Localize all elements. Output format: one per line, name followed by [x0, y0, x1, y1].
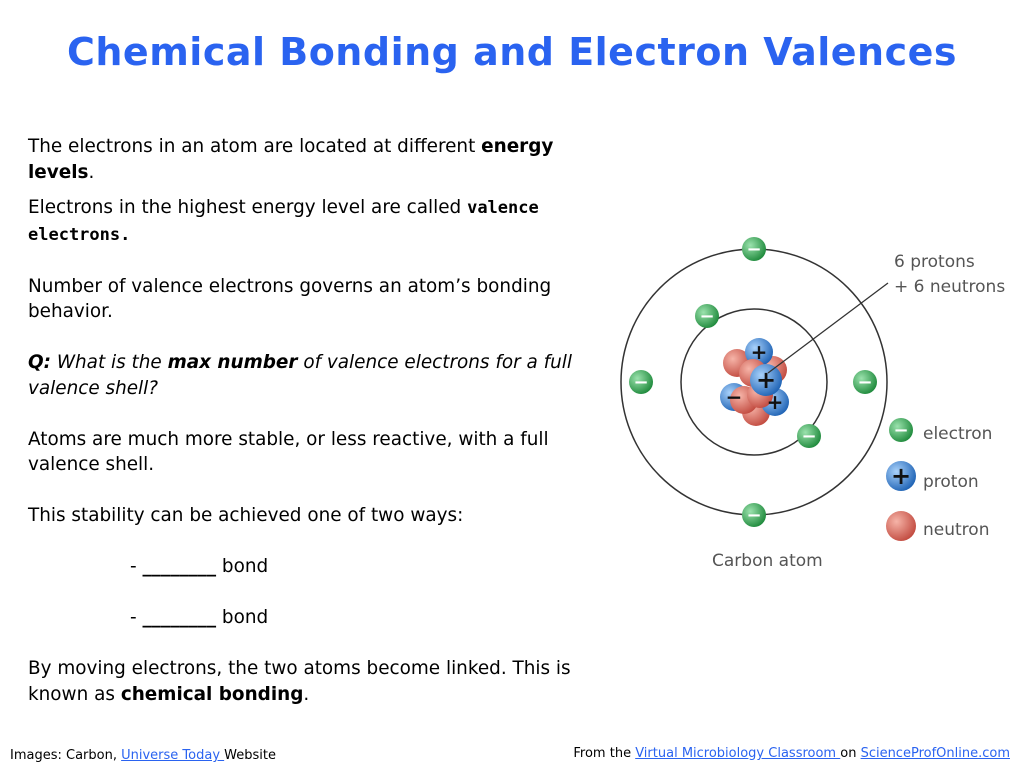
legend-proton: + proton [886, 461, 979, 492]
svg-text:+: + [756, 366, 776, 394]
slide-body: The electrons in an atom are located at … [28, 134, 613, 707]
carbon-atom-diagram: + + + − 6 protons + 6 neutrons − − − − −… [620, 237, 1005, 571]
scienceprofonline-link[interactable]: ScienceProfOnline.com [860, 746, 1010, 761]
diagram-caption: Carbon atom [712, 551, 823, 571]
stability-paragraph: Atoms are much more stable, or less reac… [28, 428, 549, 476]
chemical-bonding-paragraph: By moving electrons, the two atoms becom… [28, 658, 571, 705]
electron: − [629, 370, 653, 394]
inner-orbit [680, 308, 828, 456]
nucleus: + + + − [720, 338, 789, 426]
nucleus-label-neutrons: + 6 neutrons [894, 277, 1005, 297]
proton [750, 364, 782, 396]
electron: − [797, 424, 821, 448]
nucleus-label-protons: 6 protons [894, 252, 975, 272]
svg-text:−: − [801, 426, 816, 447]
svg-text:+: + [751, 340, 768, 364]
bond-blank-1: - ________ bond [130, 556, 269, 577]
svg-text:−: − [699, 306, 714, 327]
svg-text:−: − [893, 420, 908, 441]
bonding-behavior-paragraph: Number of valence electrons governs an a… [28, 275, 552, 323]
svg-text:−: − [746, 239, 761, 260]
energy-levels-paragraph: The electrons in an atom are located at … [28, 136, 554, 183]
svg-text:+: + [891, 462, 911, 490]
svg-text:proton: proton [923, 472, 979, 492]
electron: − [853, 370, 877, 394]
question-paragraph: Q: What is the max number of valence ele… [28, 352, 572, 399]
electron: − [695, 304, 719, 328]
universe-today-link[interactable]: Universe Today [121, 748, 225, 763]
slide-title: Chemical Bonding and Electron Valences [66, 30, 958, 74]
legend-neutron: neutron [886, 511, 989, 541]
svg-text:neutron: neutron [923, 520, 989, 540]
svg-text:electron: electron [923, 424, 992, 444]
electron: − [742, 237, 766, 261]
virtual-microbiology-classroom-link[interactable]: Virtual Microbiology Classroom [635, 746, 841, 761]
proton [745, 338, 773, 366]
bond-blank-2: - ________ bond [130, 607, 269, 628]
nucleus-pointer-line [767, 282, 889, 374]
svg-text:+: + [767, 390, 784, 414]
two-ways-paragraph: This stability can be achieved one of tw… [28, 505, 464, 526]
source-credit: From the Virtual Microbiology Classroom … [573, 746, 1010, 761]
svg-text:−: − [857, 372, 872, 393]
svg-text:−: − [746, 505, 761, 526]
svg-text:−: − [726, 385, 743, 409]
legend-electron: − electron [889, 418, 992, 444]
electron: − [742, 503, 766, 527]
image-credit: Images: Carbon, Universe Today Website [10, 748, 276, 763]
valence-electrons-paragraph: Electrons in the highest energy level ar… [28, 197, 539, 245]
svg-text:−: − [633, 372, 648, 393]
